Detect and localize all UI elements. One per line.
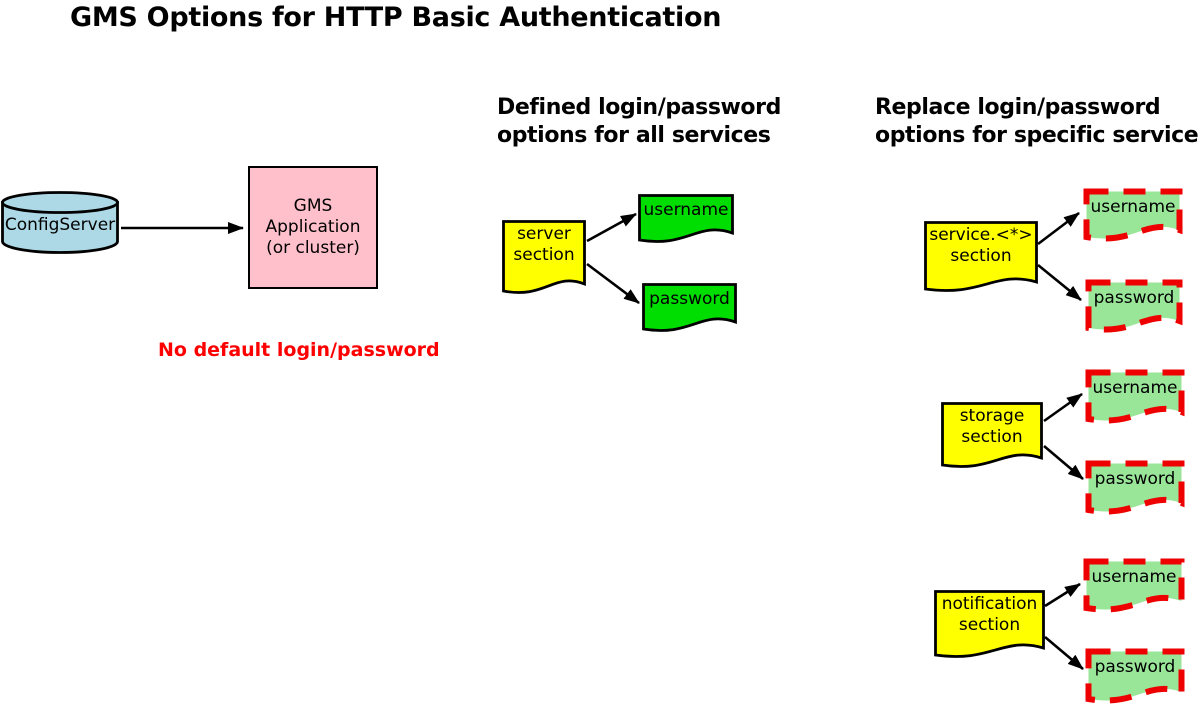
arrow-server-to-username xyxy=(586,212,637,243)
arrow-storage-to-username xyxy=(1043,392,1083,423)
document-shape-icon xyxy=(502,220,586,294)
doc-service-username: username xyxy=(1083,188,1183,242)
storage-username-label: username xyxy=(1092,378,1178,398)
all-username-label: username xyxy=(643,200,729,220)
document-shape-icon xyxy=(1085,279,1183,333)
doc-storage-username: username xyxy=(1085,369,1185,424)
page-title: GMS Options for HTTP Basic Authenticatio… xyxy=(70,2,722,33)
document-shape-icon xyxy=(1085,369,1185,424)
doc-storage-password: password xyxy=(1085,460,1185,515)
arrow-server-to-password xyxy=(586,262,640,305)
doc-notification-username: username xyxy=(1083,558,1185,613)
notification-username-label: username xyxy=(1091,567,1177,587)
document-shape-icon xyxy=(638,194,734,243)
service-username-label: username xyxy=(1090,197,1176,217)
gms-application-node: GMS Application (or cluster) xyxy=(248,166,378,289)
arrow-notification-to-username xyxy=(1044,582,1081,608)
document-shape-icon xyxy=(1085,648,1185,704)
all-password-label: password xyxy=(649,289,730,309)
doc-storage-section: storage section xyxy=(941,402,1043,470)
document-shape-icon xyxy=(934,590,1045,658)
document-shape-icon xyxy=(924,221,1038,292)
doc-service-password: password xyxy=(1085,279,1183,333)
document-shape-icon xyxy=(642,283,737,332)
arrow-notification-to-password xyxy=(1044,636,1084,670)
document-shape-icon xyxy=(1083,558,1185,613)
server-section-label: server section xyxy=(513,224,575,265)
arrow-service-to-username xyxy=(1037,211,1080,246)
no-default-note: No default login/password xyxy=(158,339,440,361)
gms-application-label: GMS Application (or cluster) xyxy=(265,196,361,258)
doc-notification-password: password xyxy=(1085,648,1185,704)
doc-all-username: username xyxy=(638,194,734,245)
service-section-label: service.<*> section xyxy=(929,225,1033,266)
service-password-label: password xyxy=(1093,288,1175,308)
arrow-service-to-password xyxy=(1037,263,1082,302)
document-shape-icon xyxy=(1083,188,1183,242)
storage-section-label: storage section xyxy=(959,406,1025,447)
doc-service-section: service.<*> section xyxy=(924,221,1038,294)
notification-password-label: password xyxy=(1094,657,1176,677)
document-shape-icon xyxy=(941,402,1043,468)
notification-section-label: notification section xyxy=(941,594,1038,635)
right-column-heading: Replace login/password options for speci… xyxy=(875,95,1199,148)
arrow-storage-to-password xyxy=(1043,445,1084,480)
document-shape-icon xyxy=(1085,460,1185,515)
config-server-node: ConfigServer xyxy=(1,191,119,254)
doc-all-password: password xyxy=(642,283,737,334)
doc-server-section: server section xyxy=(502,220,586,296)
middle-column-heading: Defined login/password options for all s… xyxy=(497,95,781,148)
storage-password-label: password xyxy=(1094,469,1176,489)
database-cylinder-icon xyxy=(1,191,119,254)
config-server-label: ConfigServer xyxy=(4,215,116,235)
doc-notification-section: notification section xyxy=(934,590,1045,660)
